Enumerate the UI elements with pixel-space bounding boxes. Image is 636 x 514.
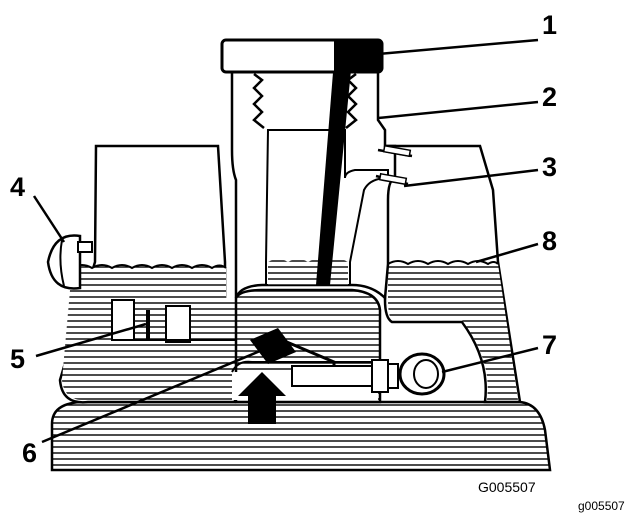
sight-plug — [46, 234, 82, 290]
figure-code-corner: g005507 — [578, 499, 625, 513]
rocker-lever — [250, 328, 296, 364]
right-tank-fluid — [388, 261, 518, 400]
plunger-rod — [291, 365, 381, 387]
callout-5: 5 — [10, 344, 25, 374]
callout-4: 4 — [10, 172, 25, 202]
thread-left — [252, 73, 265, 129]
base-platform — [50, 400, 552, 472]
dipstick — [316, 60, 352, 285]
callout-7: 7 — [542, 330, 557, 360]
arrow-up-icon — [238, 372, 286, 424]
callout-6: 6 — [22, 438, 37, 468]
callout-2: 2 — [542, 82, 557, 112]
callout-1: 1 — [542, 10, 557, 40]
figure-code: G005507 — [478, 479, 536, 495]
callout-8: 8 — [542, 226, 557, 256]
callout-3: 3 — [542, 152, 557, 182]
cap-black-section — [334, 40, 382, 72]
leader-lines — [32, 38, 539, 444]
